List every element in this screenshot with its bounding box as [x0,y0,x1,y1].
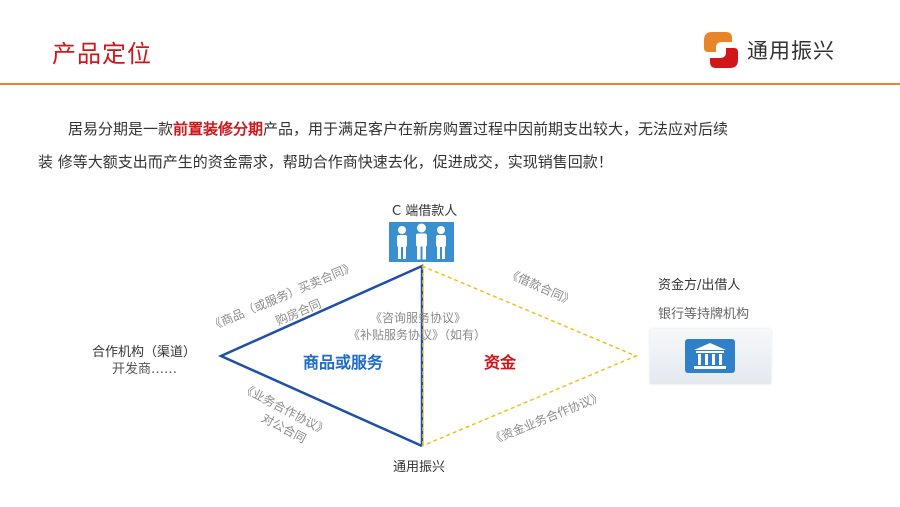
intro-line-1: 居易分期是一款前置装修分期产品，用于满足客户在新房购置过程中因前期支出较大，无法… [38,113,868,146]
borrower-label: C 端借款人 [392,204,458,219]
intro-line-2: 装 修等大额支出而产生的资金需求，帮助合作商快速去化，促进成交，实现销售回款！ [38,153,613,171]
page-title: 产品定位 [52,40,152,68]
intro-line1-rest: 产品，用于满足客户在新房购置过程中因前期支出较大，无法应对后续 [263,120,729,138]
brand-logo: 通用振兴 [702,30,835,70]
contract-bottom-right: 《资金业务合作协议》 [488,388,605,447]
contract-top-right: 《借款合同》 [505,265,577,308]
funder-sub-label: 银行等持牌机构 [658,307,750,322]
platform-label: 通用振兴 [393,460,446,475]
left-triangle [217,264,424,448]
intro-paragraph: 居易分期是一款前置装修分期产品，用于满足客户在新房购置过程中因前期支出较大，无法… [38,113,868,179]
funder-label: 资金方/出借人 [658,278,741,293]
right-region-label: 资金 [484,353,517,372]
partner-sub-label: 开发商…… [112,362,178,377]
contract-center-1: 《咨询服务协议》 [370,311,467,325]
intro-prefix: 居易分期是一款 [68,120,174,138]
header-rule [0,83,900,85]
borrower-node [389,222,454,262]
partner-label: 合作机构（渠道） [92,345,197,360]
intro-highlight: 前置装修分期 [173,120,264,138]
left-region-label: 商品或服务 [303,353,384,372]
brand-logo-icon [704,32,738,68]
right-triangle [421,265,638,447]
contract-center-2: 《补贴服务协议》（如有） [348,328,487,342]
people-icon [397,223,446,260]
brand-logo-text: 通用振兴 [747,39,835,63]
bank-icon [685,339,735,373]
funder-node [650,329,771,384]
